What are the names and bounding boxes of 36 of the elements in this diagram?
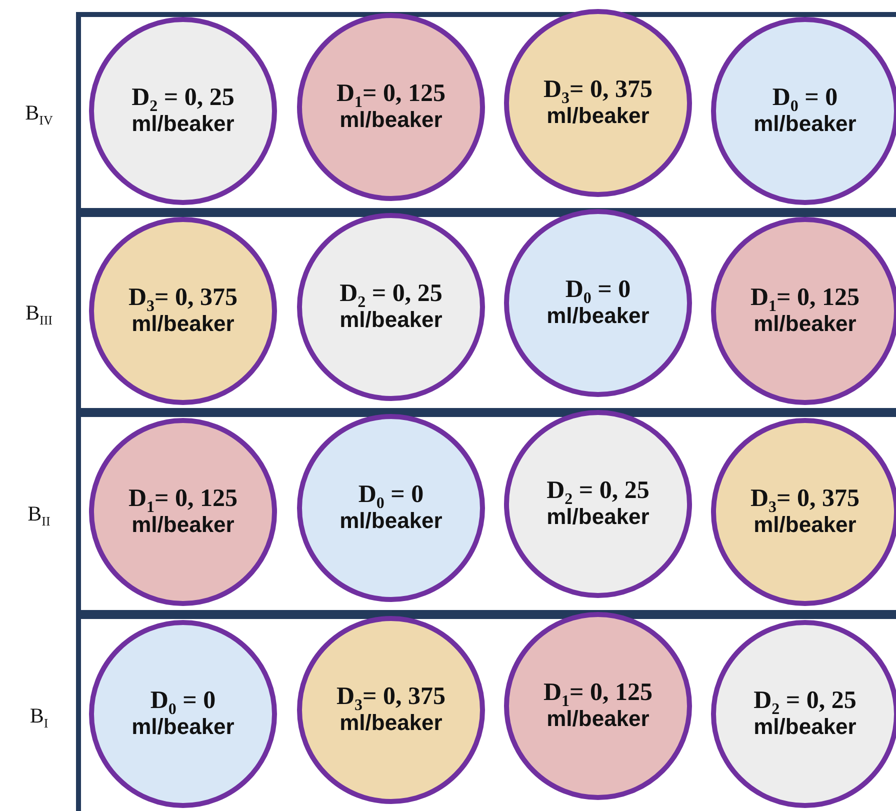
dose-label: D$_{1}$= 0, 125 bbox=[543, 680, 653, 706]
unit-label: ml/beaker bbox=[132, 512, 234, 538]
unit-label: ml/beaker bbox=[132, 714, 234, 740]
dose-label: D$_{0}$ = 0 bbox=[358, 482, 424, 508]
unit-label: ml/beaker bbox=[340, 710, 442, 736]
dose-label: D$_{2}$ = 0, 25 bbox=[132, 84, 234, 111]
row-label: B$_{III}$ bbox=[24, 300, 54, 325]
unit-label: ml/beaker bbox=[546, 706, 650, 732]
unit-label: ml/beaker bbox=[340, 106, 442, 132]
row-label: B$_{IV}$ bbox=[24, 100, 54, 125]
unit-label: ml/beaker bbox=[340, 508, 442, 534]
dose-label: D$_{0}$ = 0 bbox=[565, 276, 631, 303]
row-label: B$_{I}$ bbox=[28, 703, 50, 728]
dose-label: D$_{1}$= 0, 125 bbox=[336, 80, 446, 107]
unit-label: ml/beaker bbox=[546, 102, 650, 128]
dose-label: D$_{2}$ = 0, 25 bbox=[340, 280, 442, 307]
unit-label: ml/beaker bbox=[132, 310, 234, 336]
unit-label: ml/beaker bbox=[340, 306, 442, 332]
dose-label: D$_{3}$= 0, 375 bbox=[750, 486, 860, 512]
dose-label: D$_{0}$ = 0 bbox=[772, 84, 838, 111]
unit-label: ml/beaker bbox=[546, 504, 650, 530]
dose-label: D$_{2}$ = 0, 25 bbox=[754, 688, 856, 714]
unit-label: ml/beaker bbox=[754, 714, 856, 740]
unit-label: ml/beaker bbox=[546, 302, 650, 328]
row-label: B$_{II}$ bbox=[26, 501, 52, 526]
dose-label: D$_{2}$ = 0, 25 bbox=[546, 478, 650, 504]
unit-label: ml/beaker bbox=[754, 110, 856, 136]
unit-label: ml/beaker bbox=[132, 110, 234, 136]
dose-label: D$_{1}$= 0, 125 bbox=[128, 486, 238, 512]
unit-label: ml/beaker bbox=[754, 310, 856, 336]
dose-label: D$_{3}$= 0, 375 bbox=[543, 76, 653, 103]
dose-label: D$_{3}$= 0, 375 bbox=[128, 284, 238, 311]
unit-label: ml/beaker bbox=[754, 512, 856, 538]
dose-label: D$_{0}$ = 0 bbox=[150, 688, 216, 714]
dose-label: D$_{1}$= 0, 125 bbox=[750, 284, 860, 311]
dose-label: D$_{3}$= 0, 375 bbox=[336, 684, 446, 710]
